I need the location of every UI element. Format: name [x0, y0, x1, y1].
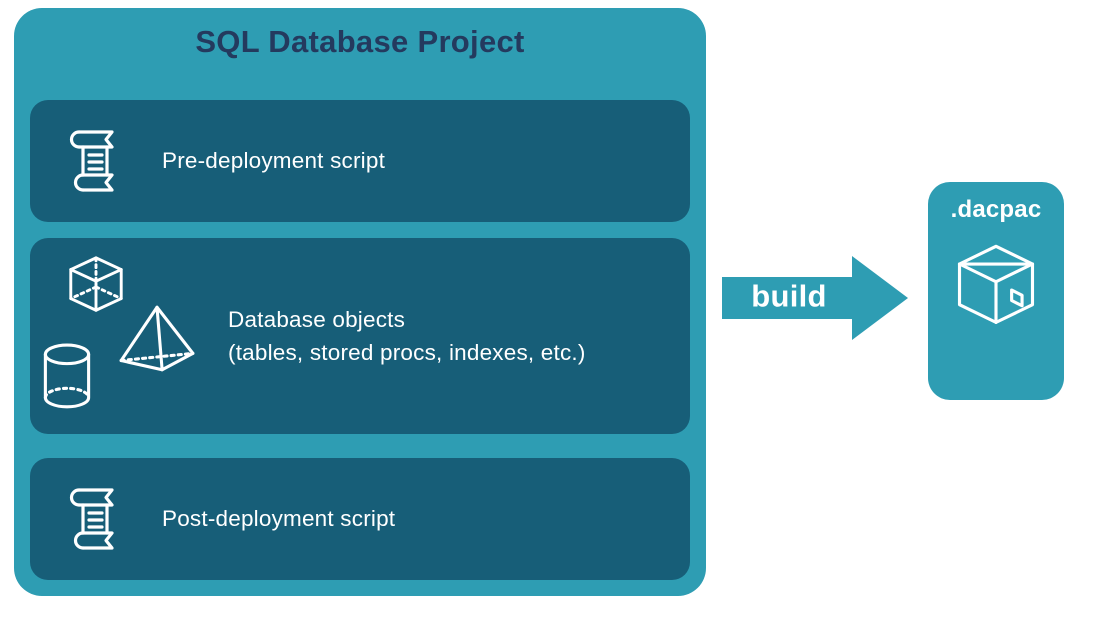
package-icon [947, 240, 1045, 336]
cube-icon-svg [69, 256, 123, 312]
scroll-icon [58, 125, 122, 197]
cylinder-icon-svg [43, 343, 91, 409]
database-objects-box: Database objects (tables, stored procs, … [30, 238, 690, 434]
project-title: SQL Database Project [195, 24, 525, 59]
package-icon-svg [957, 244, 1035, 324]
pyramid-icon [116, 302, 198, 374]
dacpac-box: .dacpac [928, 182, 1064, 400]
database-objects-label: Database objects (tables, stored procs, … [228, 303, 586, 369]
scroll-icon [58, 483, 122, 555]
database-objects-line2: (tables, stored procs, indexes, etc.) [228, 340, 586, 365]
build-arrow: build [722, 250, 912, 346]
cylinder-icon [40, 342, 94, 412]
pre-deployment-box: Pre-deployment script [30, 100, 690, 222]
pyramid-icon-svg [119, 305, 195, 372]
cube-icon [58, 254, 134, 318]
post-deployment-label: Post-deployment script [162, 506, 396, 531]
scroll-icon-svg [69, 130, 114, 192]
arrow-shape [722, 256, 908, 340]
sql-database-project-box: SQL Database Project Pre-deployment sc [14, 8, 706, 596]
build-label: build [751, 278, 827, 314]
scroll-icon-svg [69, 488, 114, 550]
post-deployment-box: Post-deployment script [30, 458, 690, 580]
dacpac-label: .dacpac [950, 196, 1042, 223]
database-objects-line1: Database objects [228, 307, 406, 332]
pre-deployment-label: Pre-deployment script [162, 148, 386, 173]
